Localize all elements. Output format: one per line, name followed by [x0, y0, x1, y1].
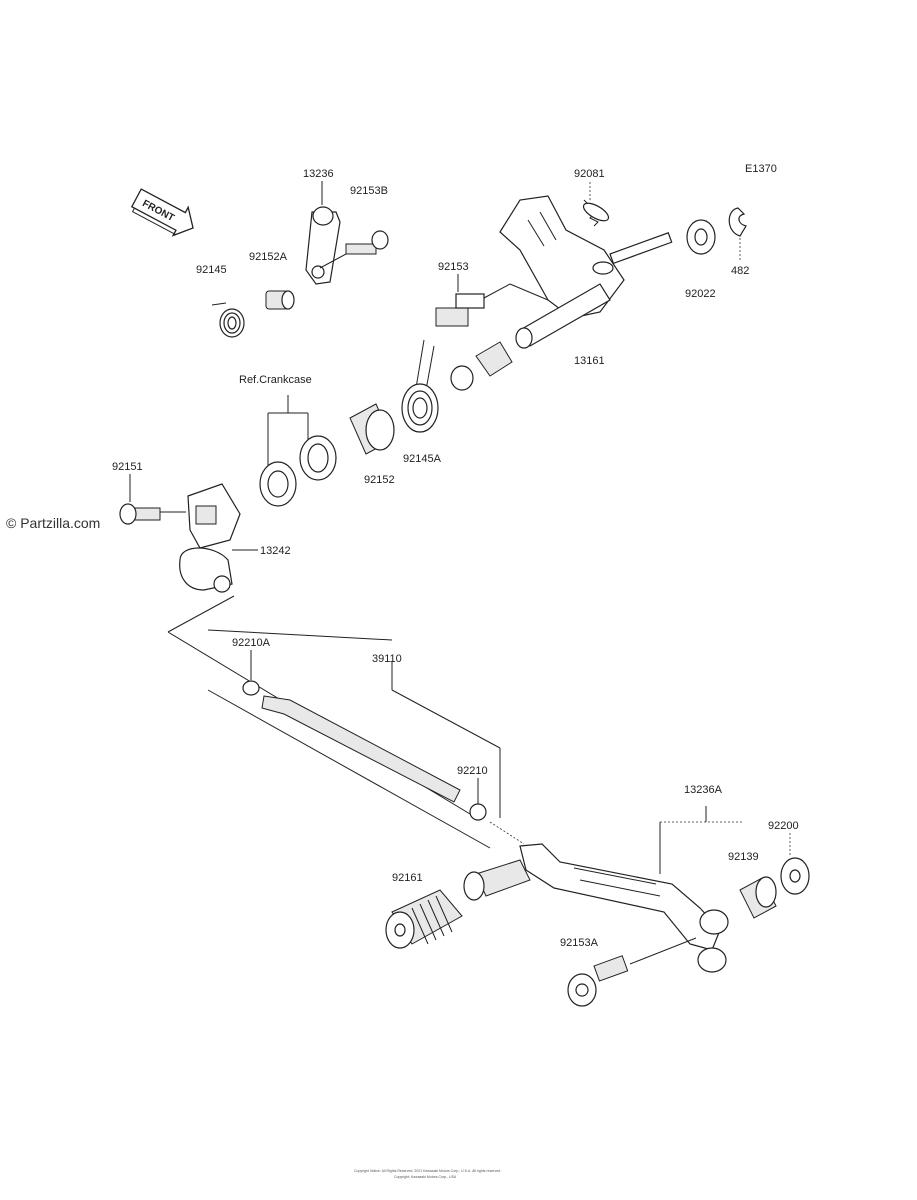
- label-92022: 92022: [685, 288, 716, 300]
- part-92022-washer: [686, 219, 716, 255]
- label-92153: 92153: [438, 261, 469, 273]
- part-13236-arm: [305, 206, 341, 285]
- label-13161: 13161: [574, 355, 605, 367]
- label-92210A: 92210A: [232, 637, 271, 649]
- label-92152: 92152: [364, 474, 395, 486]
- part-92200-washer: [780, 857, 810, 895]
- part-92161-pedal-rubber: [385, 859, 531, 949]
- part-92153-bolt: [435, 283, 549, 327]
- part-39110-tie-rod: [167, 595, 501, 849]
- footer-line1: Copyright Notice: All Rights Reserved, 2…: [354, 1169, 501, 1173]
- label-92210: 92210: [457, 765, 488, 777]
- part-92151-bolt: [119, 503, 186, 525]
- part-92145A-spring: [401, 339, 439, 433]
- part-482-circlip: [728, 207, 747, 237]
- label-92081: 92081: [574, 168, 605, 180]
- part-13242-lever: [179, 483, 241, 593]
- ref-note: Ref.Crankcase: [239, 374, 312, 386]
- part-92145-spring: [211, 302, 245, 338]
- footer-line2: Copyright: Kawasaki Motors Corp., USA: [394, 1175, 457, 1179]
- label-13236: 13236: [303, 168, 334, 180]
- part-13236A-shift-pedal: [489, 806, 744, 973]
- part-13161-shift-shaft: [450, 195, 673, 391]
- label-13236A: 13236A: [684, 784, 723, 796]
- part-92081-spring: [582, 199, 610, 227]
- diagram-code: E1370: [745, 163, 777, 175]
- part-92153A-bolt: [567, 937, 697, 1007]
- part-92153B-bolt: [319, 230, 389, 269]
- label-39110: 39110: [372, 653, 402, 665]
- watermark: © Partzilla.com: [6, 515, 100, 531]
- label-92145A: 92145A: [403, 453, 442, 465]
- part-92152A-collar: [265, 290, 295, 310]
- label-92161: 92161: [392, 872, 423, 884]
- label-92151: 92151: [112, 461, 143, 473]
- part-crankcase-bearings: [259, 395, 337, 507]
- label-13242: 13242: [260, 545, 291, 557]
- label-92139: 92139: [728, 851, 759, 863]
- part-92152-collar: [349, 403, 395, 455]
- label-92200: 92200: [768, 820, 799, 832]
- label-92153A: 92153A: [560, 937, 599, 949]
- label-92152A: 92152A: [249, 251, 288, 263]
- label-92153B: 92153B: [350, 185, 388, 197]
- label-92145: 92145: [196, 264, 227, 276]
- part-92139-bushing: [739, 876, 777, 919]
- front-arrow-icon: FRONT: [130, 188, 194, 237]
- label-482: 482: [731, 265, 749, 277]
